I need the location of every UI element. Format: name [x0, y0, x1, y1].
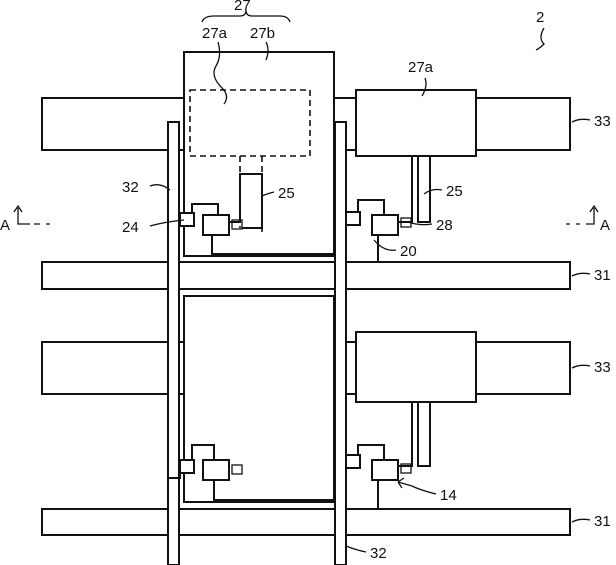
label-2: 2	[536, 9, 544, 26]
label-32-bottom: 32	[370, 545, 387, 562]
label-31-top: 31	[594, 267, 611, 284]
label-25-right: 25	[446, 183, 463, 200]
leader-33-bottom	[572, 365, 590, 368]
leader-2	[536, 28, 544, 50]
gate-line-31-top	[42, 262, 570, 289]
label-33-top: 33	[594, 113, 611, 130]
leader-31-top	[572, 273, 590, 276]
leader-33-top	[572, 119, 590, 122]
label-27a-right: 27a	[408, 59, 434, 76]
tft-28	[346, 156, 430, 262]
arrow-14	[398, 478, 412, 488]
label-31-bottom: 31	[594, 513, 611, 530]
label-14: 14	[440, 487, 457, 504]
leader-14	[412, 486, 436, 494]
label-27: 27	[234, 0, 251, 14]
leader-31-bottom	[572, 519, 590, 522]
section-marker-left	[14, 206, 50, 224]
label-20: 20	[400, 243, 417, 260]
section-label-left: A	[0, 217, 10, 234]
label-33-bottom: 33	[594, 359, 611, 376]
label-25-left: 25	[278, 185, 295, 202]
source-line-32-left	[168, 122, 179, 565]
leader-32-bottom	[346, 546, 366, 552]
section-label-right: A	[600, 217, 610, 234]
label-32-top: 32	[122, 179, 139, 196]
leader-25-right	[424, 190, 442, 195]
source-line-32-right	[335, 122, 346, 565]
label-28: 28	[436, 217, 453, 234]
pixel-electrode-right-bottom	[356, 332, 476, 402]
label-24: 24	[122, 219, 139, 236]
pixel-electrode-27a-right-top	[356, 90, 476, 156]
section-marker-right	[566, 206, 598, 224]
gate-line-31-bottom	[42, 509, 570, 535]
label-27b: 27b	[250, 25, 275, 42]
tft-14	[346, 402, 430, 509]
label-27a-left: 27a	[202, 25, 228, 42]
